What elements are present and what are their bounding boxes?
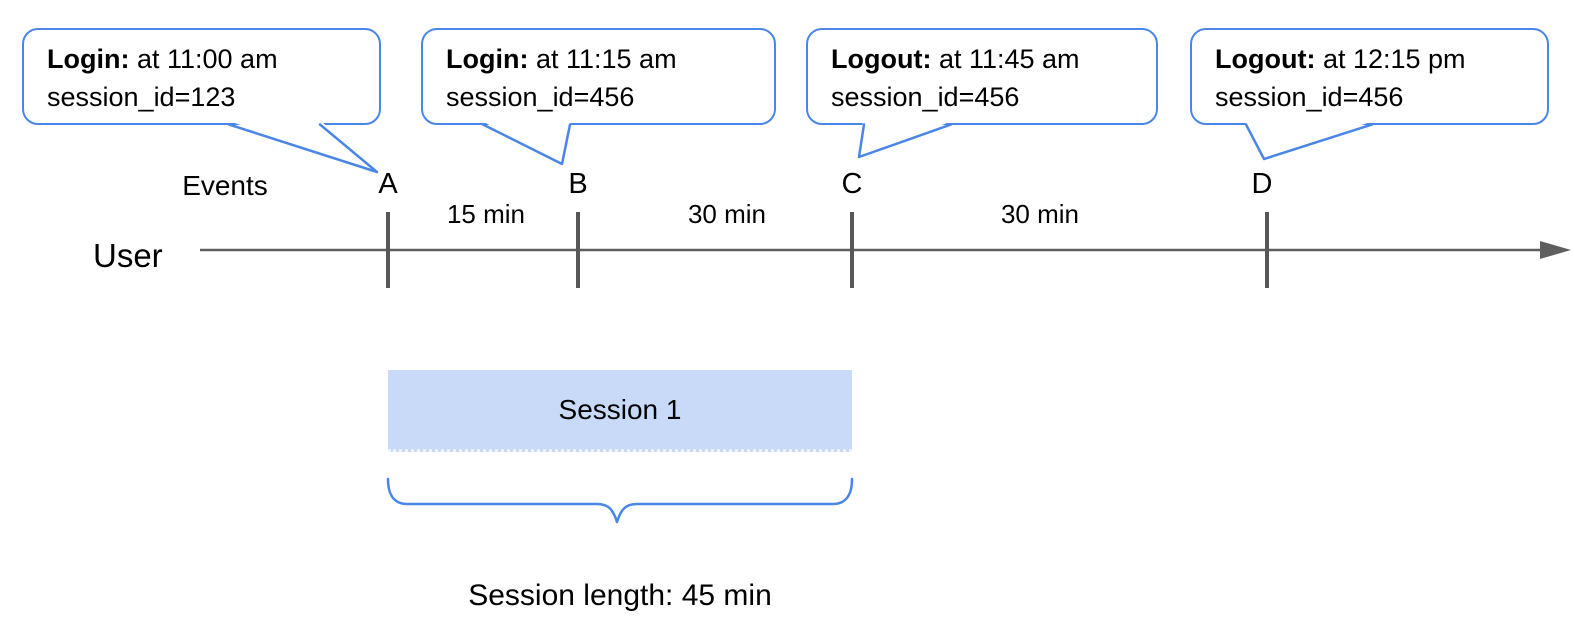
event-time-label: at 11:15 am xyxy=(528,44,677,74)
session-1-bar: Session 1 xyxy=(388,370,852,452)
callout-login-b: Login: at 11:15 am session_id=456 xyxy=(421,28,776,125)
session-length-brace xyxy=(386,477,854,524)
session-id-label: session_id=456 xyxy=(446,81,635,112)
session-id-label: session_id=123 xyxy=(47,81,236,112)
user-row-label: User xyxy=(93,237,163,274)
arrowhead-icon xyxy=(1540,241,1571,259)
session-bar-label: Session 1 xyxy=(558,393,682,425)
event-type-label: Login: xyxy=(47,44,130,74)
interval-c-d-label: 30 min xyxy=(1000,199,1080,229)
event-time-label: at 12:15 pm xyxy=(1315,44,1466,74)
session-length-label: Session length: 45 min xyxy=(468,579,772,612)
callout-tail-d xyxy=(1244,121,1374,161)
callout-line-1: Login: at 11:00 am xyxy=(47,41,361,79)
event-type-label: Logout: xyxy=(1215,44,1316,74)
callout-tail-c xyxy=(857,121,953,159)
interval-a-b-label: 15 min xyxy=(446,199,526,229)
event-marker-b: B xyxy=(568,168,588,200)
session-id-label: session_id=456 xyxy=(1215,81,1404,112)
events-row-label: Events xyxy=(182,170,268,201)
interval-b-c-label: 30 min xyxy=(687,199,767,229)
callout-logout-d: Logout: at 12:15 pm session_id=456 xyxy=(1190,28,1549,125)
callout-tail-b xyxy=(481,121,572,166)
callout-line-1: Login: at 11:15 am xyxy=(446,41,756,79)
callout-line-1: Logout: at 11:45 am xyxy=(831,41,1138,79)
event-time-label: at 11:45 am xyxy=(931,44,1080,74)
event-marker-d: D xyxy=(1251,168,1273,200)
event-marker-c: C xyxy=(841,168,863,200)
callout-logout-c: Logout: at 11:45 am session_id=456 xyxy=(806,28,1158,125)
event-marker-a: A xyxy=(378,168,398,200)
session-id-label: session_id=456 xyxy=(831,81,1020,112)
event-type-label: Logout: xyxy=(831,44,932,74)
event-time-label: at 11:00 am xyxy=(129,44,278,74)
callout-line-1: Logout: at 12:15 pm xyxy=(1215,41,1529,79)
timeline-axis xyxy=(200,241,1571,259)
callout-login-a: Login: at 11:00 am session_id=123 xyxy=(22,28,381,125)
event-type-label: Login: xyxy=(446,44,529,74)
callout-tail-a xyxy=(227,121,379,174)
